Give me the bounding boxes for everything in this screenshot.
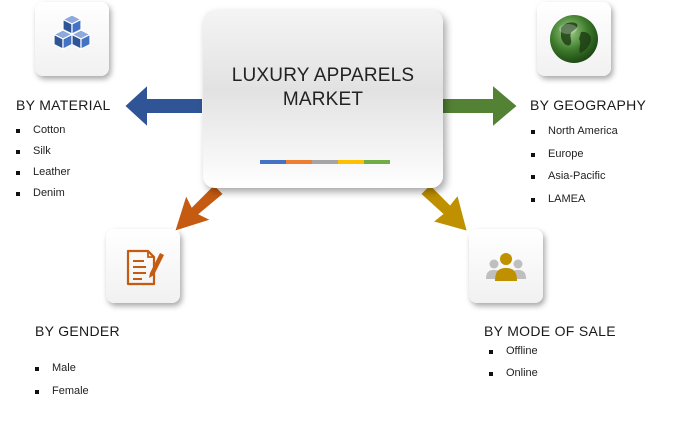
color-bar-segment (286, 160, 312, 164)
list-item: North America (531, 125, 618, 148)
heading-geography: BY GEOGRAPHY (530, 97, 647, 113)
list-item: Male (35, 362, 89, 385)
list-item: Female (35, 385, 89, 408)
market-title: LUXURY APPARELS MARKET (203, 64, 443, 112)
market-title-box: LUXURY APPARELS MARKET (203, 10, 443, 188)
color-bar-segment (260, 160, 286, 164)
list-item: Asia-Pacific (531, 170, 618, 193)
market-title-line-1: LUXURY APPARELS (231, 65, 415, 86)
gender-icon-box (106, 229, 180, 303)
material-list: Cotton Silk Leather Denim (16, 124, 70, 208)
arrow-down-left-orange (172, 182, 226, 234)
material-icon-box (35, 2, 109, 76)
list-item: Silk (16, 145, 70, 166)
heading-mode-of-sale: BY MODE OF SALE (484, 323, 616, 339)
people-icon (486, 253, 526, 281)
heading-material: BY MATERIAL (16, 97, 111, 113)
mode-of-sale-icon-box (469, 229, 543, 303)
list-item: Leather (16, 166, 70, 187)
color-bar-segment (338, 160, 364, 164)
list-item: Denim (16, 187, 70, 208)
list-item: Cotton (16, 124, 70, 145)
arrow-left-blue (122, 81, 204, 131)
gender-list: Male Female (35, 362, 89, 408)
geography-list: North America Europe Asia-Pacific LAMEA (531, 125, 618, 215)
geography-icon-box (537, 2, 611, 76)
arrow-right-green (441, 81, 520, 131)
color-bar (260, 160, 390, 164)
heading-gender: BY GENDER (35, 323, 120, 339)
document-pen-icon (126, 249, 164, 286)
list-item: Europe (531, 148, 618, 171)
mode-of-sale-list: Offline Online (489, 345, 538, 389)
list-item: Online (489, 367, 538, 389)
list-item: LAMEA (531, 193, 618, 216)
color-bar-segment (312, 160, 338, 164)
market-title-line-2: MARKET (282, 89, 364, 110)
list-item: Offline (489, 345, 538, 367)
cubes-icon (52, 14, 92, 50)
color-bar-segment (364, 160, 390, 164)
globe-icon (550, 15, 598, 63)
